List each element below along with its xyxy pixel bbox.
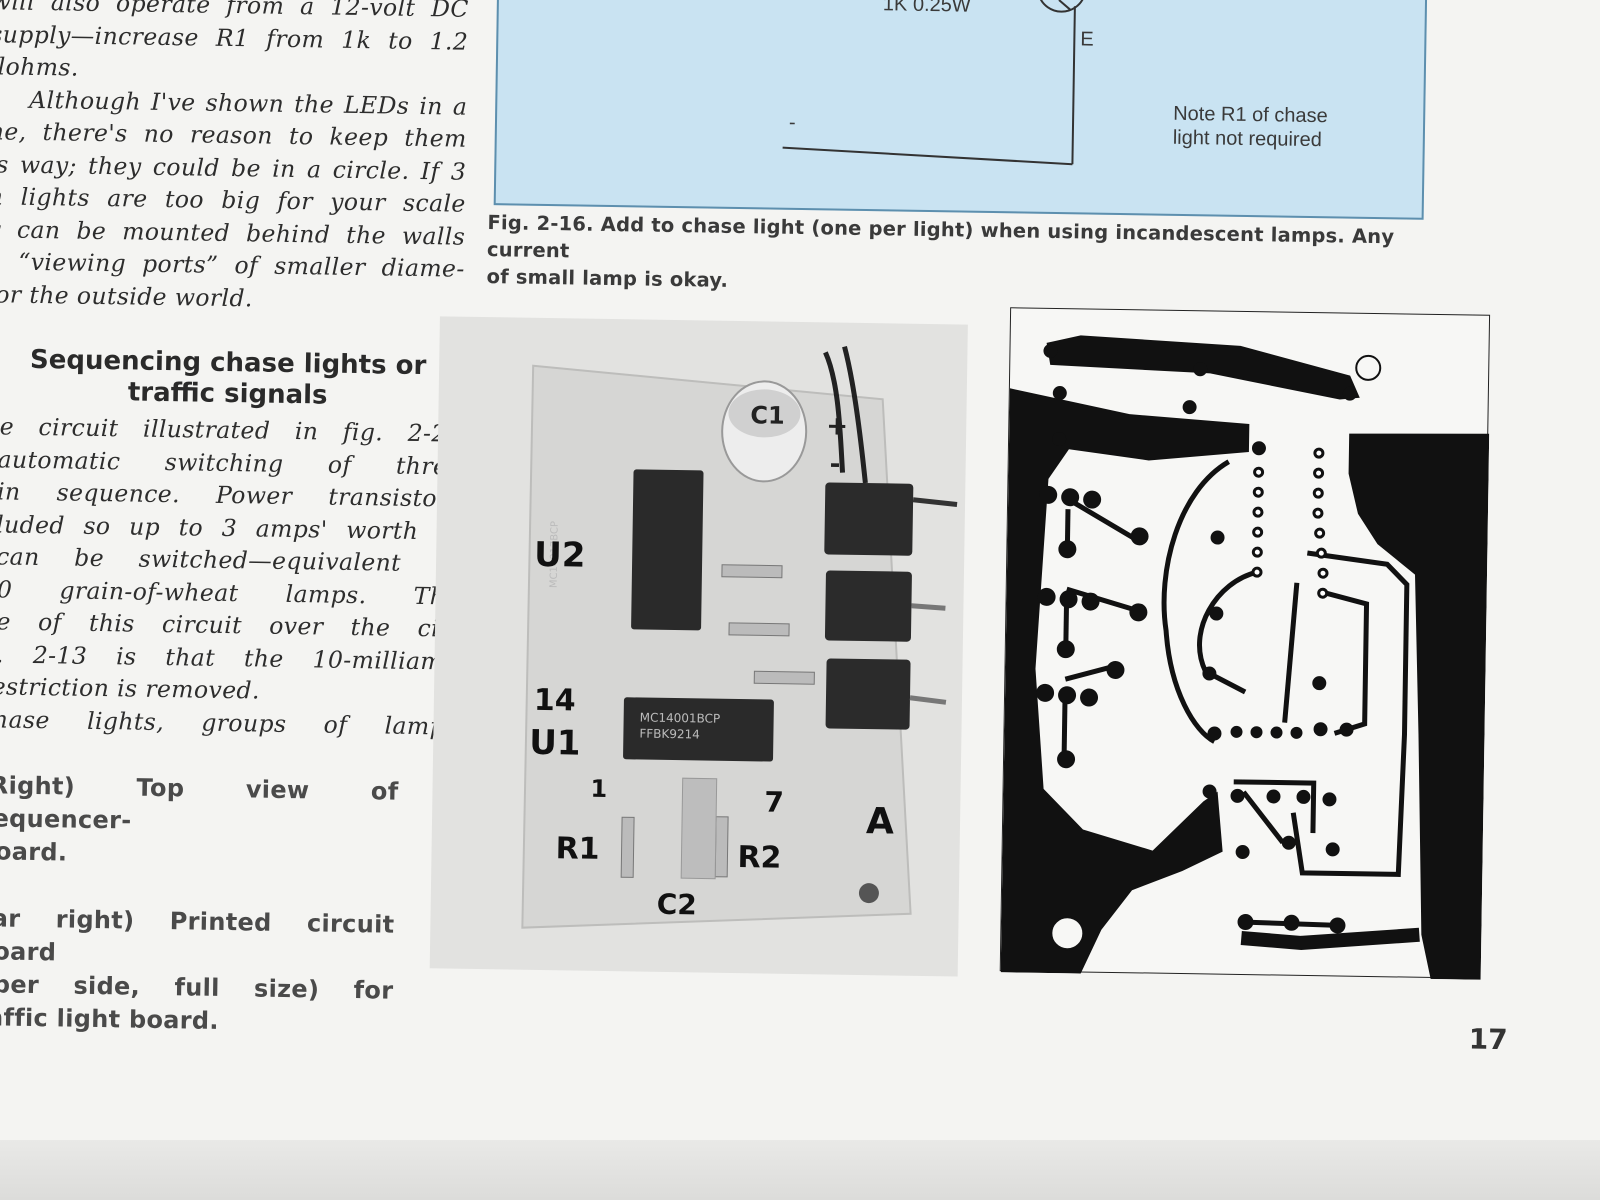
photo-label-r1: R1 [555, 831, 600, 867]
board-illustration: C1 + - MC14017BCP MC14001BCP FFBK9214 [521, 346, 958, 929]
resistor [721, 564, 783, 579]
chip-u1-text-2: FFBK9214 [639, 726, 700, 741]
resistor-r1 [620, 816, 635, 878]
transistor-symbol [1038, 0, 1085, 13]
page-number: 17 [1468, 1022, 1508, 1057]
chip-u2 [631, 469, 704, 631]
emitter-label: E [1080, 28, 1094, 51]
photo-label-pin7: 7 [764, 785, 784, 818]
paragraph-led-arrangement: Although I've shown the LEDs in a ne, th… [0, 83, 467, 318]
section-heading: Sequencing chase lights or traffic signa… [0, 344, 463, 413]
photo-label-c1: C1 [750, 401, 785, 430]
photo-label-u2: U2 [534, 535, 586, 576]
caption-line: Far right) Printed circuit board [0, 904, 395, 967]
paragraph-12v-supply: will also operate from a 12-volt DC supp… [0, 0, 469, 90]
schematic-note: Note R1 of chase light not required [1173, 102, 1328, 152]
transistor-3 [825, 658, 911, 730]
caption-pcb: Far right) Printed circuit board pper si… [0, 902, 455, 1041]
resistor-label: 1K 0.25W [882, 0, 971, 17]
figure-caption: Fig. 2-16. Add to chase light (one per l… [486, 209, 1437, 305]
caption-line: board. [0, 837, 68, 867]
photo-label-plus: + [826, 411, 848, 441]
mounting-hole [858, 883, 879, 904]
capacitor-c2 [680, 777, 718, 880]
caption-top-view: (Right) Top view of sequencer- board. [0, 769, 457, 875]
resistor [728, 622, 790, 637]
page-content: will also operate from a 12-volt DC supp… [0, 0, 1508, 1057]
page-edge-shadow [0, 1140, 1600, 1200]
note-line: Note R1 of chase [1173, 102, 1328, 128]
chip-u2-text: MC14017BCP [549, 521, 561, 588]
photo-label-minus: - [829, 449, 840, 479]
photo-label-a: A [866, 801, 895, 842]
transistor-1 [824, 482, 914, 556]
transistor-2 [824, 570, 912, 642]
minus-label: - [788, 111, 796, 134]
note-line: light not required [1172, 126, 1322, 152]
pcb-mounting-hole [1050, 916, 1085, 951]
pcb-traces [1000, 335, 1490, 980]
pcb-mounting-hole [1355, 354, 1382, 381]
chip-u1 [623, 697, 774, 762]
photo-label-u1: U1 [529, 723, 581, 764]
pcb-ground-plane-left [1000, 388, 1250, 974]
photo-label-r2: R2 [737, 840, 782, 876]
text-line: chase lights, groups of lamps [0, 704, 458, 741]
caption-line: (Right) Top view of sequencer- [0, 771, 399, 835]
chip-u1-text: MC14001BCP [640, 711, 721, 726]
schematic-wires [782, 0, 1085, 166]
photo-label-c2: C2 [656, 888, 697, 922]
schematic-diagram: 1K 0.25W E - Note R1 of chase light not … [493, 0, 1428, 220]
printed-circuit-board-layout [999, 307, 1491, 980]
left-text-column: will also operate from a 12-volt DC supp… [0, 0, 469, 1042]
paragraph-sequencing: he circuit illustrated in fig. 2-20 auto… [0, 410, 462, 742]
pcb-ground-plane-right [1348, 433, 1490, 980]
photo-label-pin14: 14 [534, 683, 576, 719]
photo-label-pin1: 1 [590, 775, 607, 803]
resistor-r2 [714, 816, 729, 878]
resistor [753, 670, 815, 685]
sequencer-board-photo: C1 + - MC14017BCP MC14001BCP FFBK9214 [429, 316, 968, 977]
